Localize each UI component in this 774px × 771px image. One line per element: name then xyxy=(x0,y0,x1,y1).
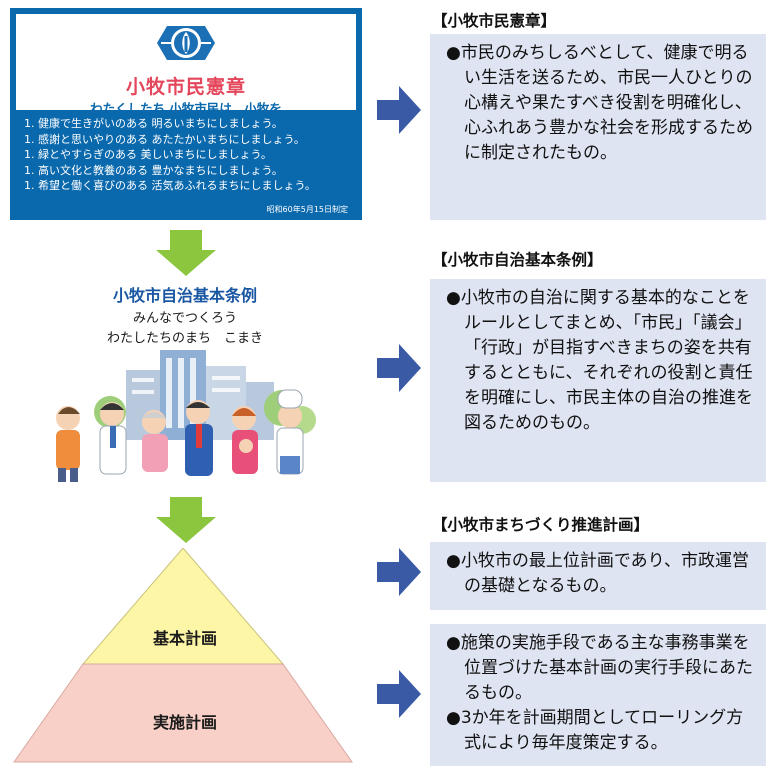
description-box-charter: ●市民のみちしるべとして、健康で明るい生活を送るため、市民一人ひとりの心構えや果… xyxy=(430,34,766,220)
description-bullet: ●3か年を計画期間としてローリング方式により毎年度策定する。 xyxy=(446,708,744,753)
jichi-slogan-line2: わたしたちのまち こまき xyxy=(106,331,263,346)
green-down-arrow xyxy=(156,497,216,543)
description-box-basic-plan: ●小牧市の最上位計画であり、市政運営の基礎となるもの。 xyxy=(430,542,766,610)
blue-right-arrow xyxy=(377,548,421,596)
pyramid-label-basic-plan: 基本計画 xyxy=(152,629,217,648)
description-bullet: ●施策の実施手段である主な事務事業を位置づけた基本計画の実行手段にあたるもの。 xyxy=(446,633,753,703)
charter-item: 1. 緑とやすらぎのある 美しいまちにしましょう。 xyxy=(24,148,272,161)
charter-date: 昭和60年5月15日制定 xyxy=(266,205,348,214)
description-box-ordinance: ●小牧市の自治に関する基本的なことをルールとしてまとめ、「市民」「議会」「行政」… xyxy=(430,279,766,482)
green-down-arrow xyxy=(156,230,216,276)
charter-item: 1. 感謝と思いやりのある あたたかいまちにしましょう。 xyxy=(24,132,305,146)
jichi-slogan-line1: みんなでつくろう xyxy=(132,311,237,326)
citizens-charter-panel: 小牧市民憲章 わたくしたち 小牧市民は、小牧を 1. 健康で生きがいのある 明る… xyxy=(10,8,362,220)
charter-title: 小牧市民憲章 xyxy=(125,76,246,98)
citizens-illustration xyxy=(56,350,316,482)
description-bullet: ●小牧市の自治に関する基本的なことをルールとしてまとめ、「市民」「議会」「行政」… xyxy=(446,288,753,433)
description-bullet: ●小牧市の最上位計画であり、市政運営の基礎となるもの。 xyxy=(446,551,749,596)
blue-right-arrow xyxy=(377,670,421,718)
charter-header-area: 小牧市民憲章 わたくしたち 小牧市民は、小牧を xyxy=(16,14,356,116)
section-heading-charter: 【小牧市民憲章】 xyxy=(432,12,557,30)
charter-item: 1. 高い文化と教養のある 豊かなまちにしましょう。 xyxy=(24,163,283,177)
charter-item: 1. 健康で生きがいのある 明るいまちにしましょう。 xyxy=(24,117,283,130)
section-heading-ordinance: 【小牧市自治基本条例】 xyxy=(432,251,603,269)
pyramid-bottom-tier xyxy=(13,663,353,763)
blue-right-arrow xyxy=(377,86,421,134)
jichi-ordinance-title: 小牧市自治基本条例 xyxy=(112,286,257,305)
plan-pyramid xyxy=(13,548,353,763)
description-box-implementation-plan: ●施策の実施手段である主な事務事業を位置づけた基本計画の実行手段にあたるもの。 … xyxy=(430,624,766,766)
charter-item: 1. 希望と働く喜びのある 活気あふれるまちにしましょう。 xyxy=(24,179,316,192)
description-bullet: ●市民のみちしるべとして、健康で明るい生活を送るため、市民一人ひとりの心構えや果… xyxy=(446,43,753,163)
city-emblem-icon xyxy=(157,26,215,60)
pyramid-label-implementation-plan: 実施計画 xyxy=(152,713,217,732)
blue-right-arrow xyxy=(377,344,421,392)
section-heading-promotion-plan: 【小牧市まちづくり推進計画】 xyxy=(432,516,650,534)
charter-subtitle: わたくしたち 小牧市民は、小牧を xyxy=(90,101,282,116)
charter-item-list: 1. 健康で生きがいのある 明るいまちにしましょう。 1. 感謝と思いやりのある… xyxy=(24,116,354,194)
